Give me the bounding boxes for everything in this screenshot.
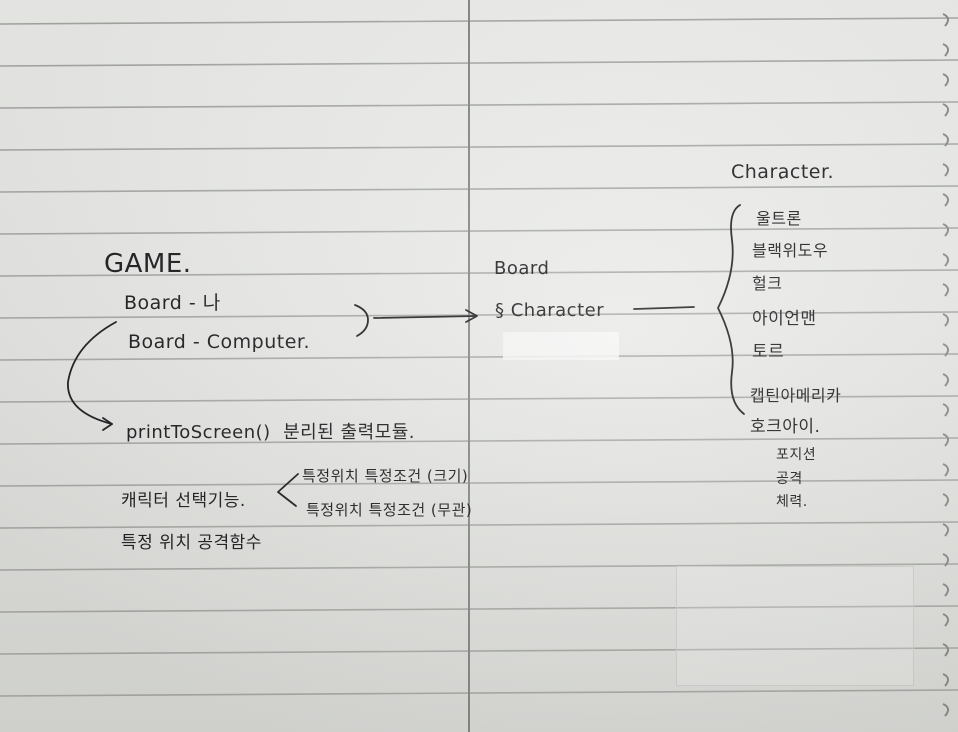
board-me-note: Board - 나	[124, 292, 221, 314]
character-item: 블랙위도우	[752, 241, 829, 260]
board-arrow-line	[373, 315, 477, 319]
board-label: Board	[494, 258, 550, 279]
print-function-name: printToScreen()	[126, 422, 271, 443]
character-item: 헐크	[752, 274, 783, 293]
loop-arrow-head	[102, 417, 113, 431]
paper-patch	[503, 332, 619, 360]
character-item: 캡틴아메리카	[750, 386, 842, 405]
character-brace	[717, 204, 745, 415]
character-item: 울트론	[756, 209, 802, 228]
board-computer-note: Board - Computer.	[128, 331, 311, 353]
margin-line	[468, 0, 470, 732]
character-heading: Character.	[731, 161, 835, 183]
board-arrow-head	[465, 309, 478, 323]
character-item: 호크아이.	[750, 417, 821, 437]
game-title: GAME.	[104, 249, 192, 279]
dash-stroke	[633, 306, 695, 310]
character-item: 아이언맨	[752, 309, 817, 329]
faded-box	[676, 566, 914, 686]
angle-bracket-stroke	[277, 473, 299, 507]
position-attack-note: 특정 위치 공격함수	[121, 533, 262, 553]
attribute-item: 체력.	[776, 494, 808, 510]
board-character-note: § Character	[495, 300, 605, 321]
print-module-note: 분리된 출력모듈.	[283, 422, 415, 443]
position-condition-note-1: 특정위치 특정조건 (크기)	[302, 467, 469, 485]
loop-arrow-line	[67, 321, 117, 425]
board-character-label: Character	[510, 300, 605, 321]
print-function-note: printToScreen() 분리된 출력모듈.	[126, 418, 415, 444]
character-select-note: 캐릭터 선택기능.	[121, 491, 246, 511]
attribute-item: 포지션	[776, 447, 817, 463]
position-condition-note-2: 특정위치 특정조건 (무관)	[306, 501, 473, 519]
attribute-item: 공격	[776, 471, 803, 487]
character-item: 토르	[752, 342, 785, 362]
board-brace-stroke	[354, 304, 369, 337]
dot-stroke	[779, 175, 782, 179]
